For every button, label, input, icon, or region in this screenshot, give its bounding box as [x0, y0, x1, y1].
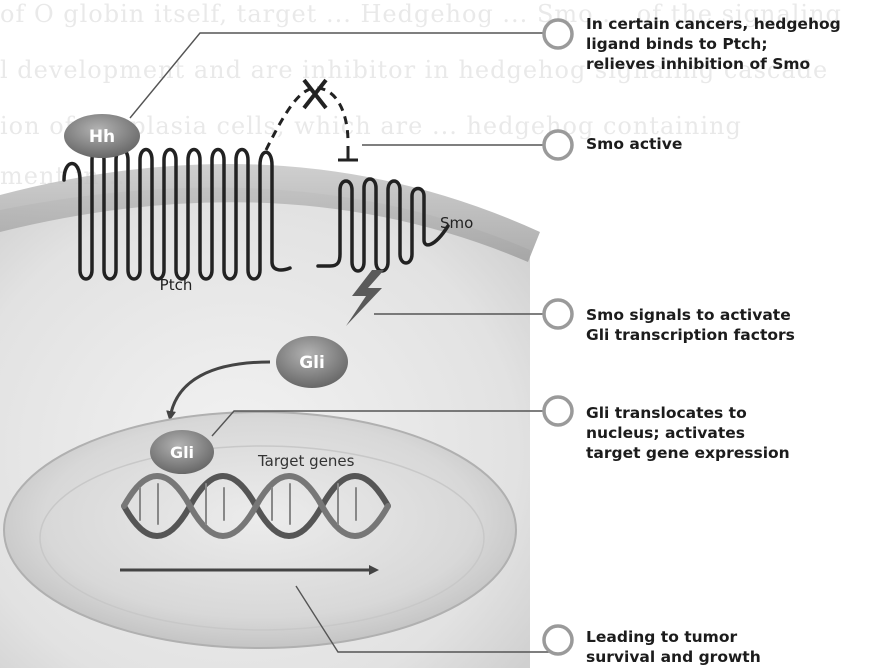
ptch-label: Ptch	[160, 276, 193, 294]
callout-circle-2	[544, 131, 572, 159]
smo-label: Smo	[440, 214, 473, 232]
inhibition-bar	[338, 146, 358, 160]
callout-markers	[544, 20, 572, 654]
callout-circle-1	[544, 20, 572, 48]
callout-circle-4	[544, 397, 572, 425]
inhibition-arc	[266, 88, 348, 150]
blocked-x-icon	[304, 80, 326, 108]
callout-text-tumor-growth: Leading to tumor survival and growth	[586, 627, 761, 667]
callout-text-smo-signals: Smo signals to activate Gli transcriptio…	[586, 305, 795, 345]
nucleus	[4, 412, 516, 648]
callout-text-ligand-binds: In certain cancers, hedgehog ligand bind…	[586, 14, 841, 74]
callout-circle-5	[544, 626, 572, 654]
gli-label-nucleus: Gli	[170, 443, 194, 462]
callout-circle-3	[544, 300, 572, 328]
callout-text-gli-translocates: Gli translocates to nucleus; activates t…	[586, 403, 790, 463]
hh-label: Hh	[89, 127, 115, 147]
callout-text-smo-active: Smo active	[586, 134, 682, 154]
gli-label-cytoplasm: Gli	[299, 353, 325, 373]
target-genes-label: Target genes	[257, 452, 355, 470]
